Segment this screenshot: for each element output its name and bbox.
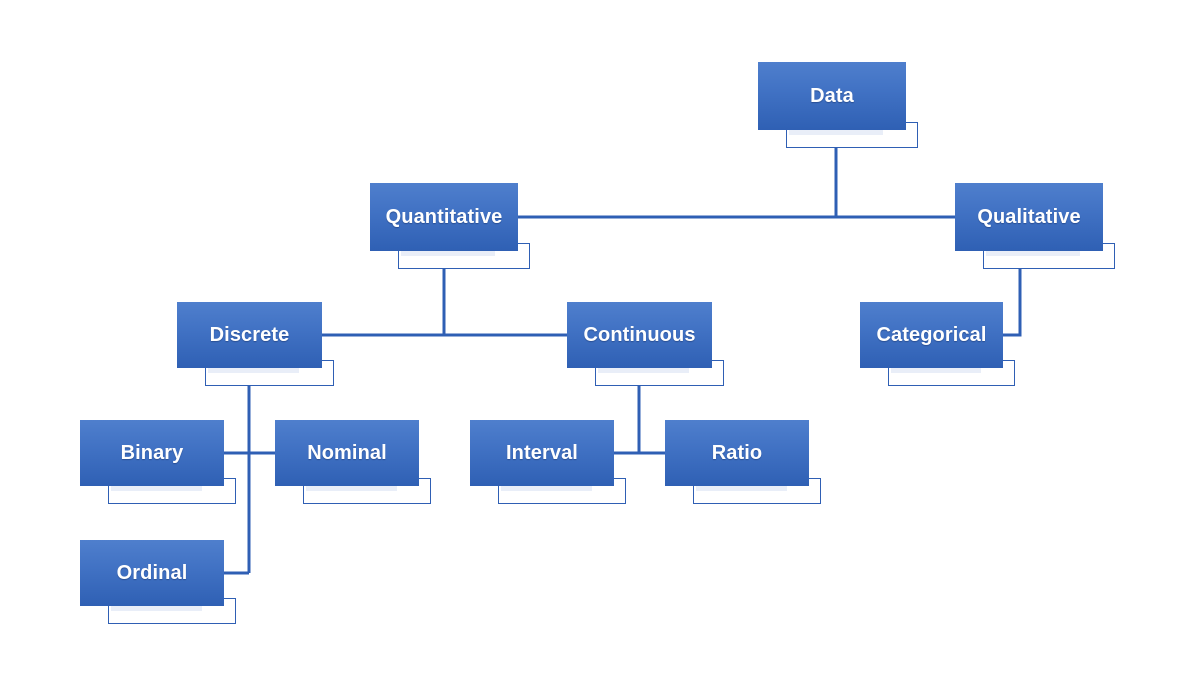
node-box[interactable]: Qualitative (955, 183, 1103, 251)
node-ordinal[interactable]: Ordinal (80, 540, 236, 624)
node-box[interactable]: Ratio (665, 420, 809, 486)
node-binary[interactable]: Binary (80, 420, 236, 504)
node-label: Quantitative (385, 206, 503, 228)
node-box[interactable]: Binary (80, 420, 224, 486)
node-label: Continuous (583, 324, 696, 346)
node-box[interactable]: Data (758, 62, 906, 130)
node-categorical[interactable]: Categorical (860, 302, 1015, 386)
node-discrete[interactable]: Discrete (177, 302, 334, 386)
node-quantitative[interactable]: Quantitative (370, 183, 530, 269)
node-continuous[interactable]: Continuous (567, 302, 724, 386)
node-label: Interval (506, 442, 578, 464)
node-label: Ordinal (116, 562, 188, 584)
node-box[interactable]: Interval (470, 420, 614, 486)
node-box[interactable]: Continuous (567, 302, 712, 368)
node-interval[interactable]: Interval (470, 420, 626, 504)
node-box[interactable]: Ordinal (80, 540, 224, 606)
node-box[interactable]: Categorical (860, 302, 1003, 368)
node-label: Data (810, 85, 854, 107)
node-label: Binary (120, 442, 184, 464)
node-box[interactable]: Discrete (177, 302, 322, 368)
node-qualitative[interactable]: Qualitative (955, 183, 1115, 269)
node-box[interactable]: Nominal (275, 420, 419, 486)
node-label: Qualitative (977, 206, 1081, 228)
node-label: Categorical (876, 324, 987, 346)
edge-qualitative-to-categorical (1003, 269, 1022, 337)
node-ratio[interactable]: Ratio (665, 420, 821, 504)
node-data[interactable]: Data (758, 62, 918, 148)
node-label: Ratio (711, 442, 763, 464)
node-nominal[interactable]: Nominal (275, 420, 431, 504)
node-label: Nominal (307, 442, 387, 464)
node-box[interactable]: Quantitative (370, 183, 518, 251)
node-label: Discrete (209, 324, 290, 346)
